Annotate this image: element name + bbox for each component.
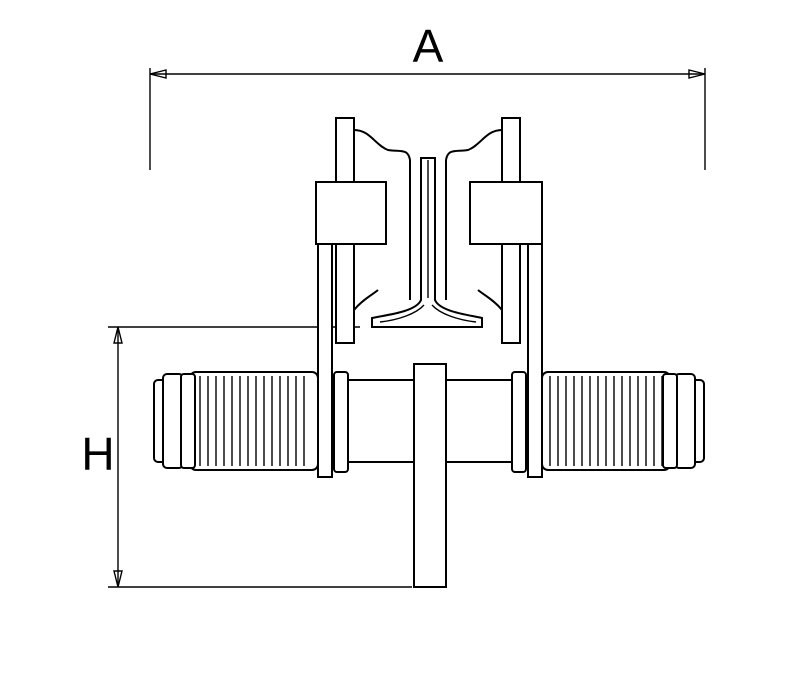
- right-wheel: [445, 129, 503, 311]
- dimension-h-label: H: [81, 428, 114, 480]
- dimension-h: H: [81, 326, 412, 588]
- i-beam: [371, 157, 483, 328]
- dimension-a: A: [149, 20, 706, 170]
- right-collar: [511, 371, 527, 473]
- right-threaded-spacer: [541, 371, 671, 471]
- dimension-a-label: A: [413, 20, 444, 72]
- left-collar: [333, 371, 349, 473]
- left-wheel: [353, 129, 411, 311]
- left-nut: [153, 373, 196, 469]
- left-side-plate: [315, 117, 387, 478]
- right-nut: [662, 373, 705, 469]
- right-side-plate: [469, 117, 543, 478]
- load-bar: [413, 363, 447, 588]
- left-threaded-spacer: [189, 371, 319, 471]
